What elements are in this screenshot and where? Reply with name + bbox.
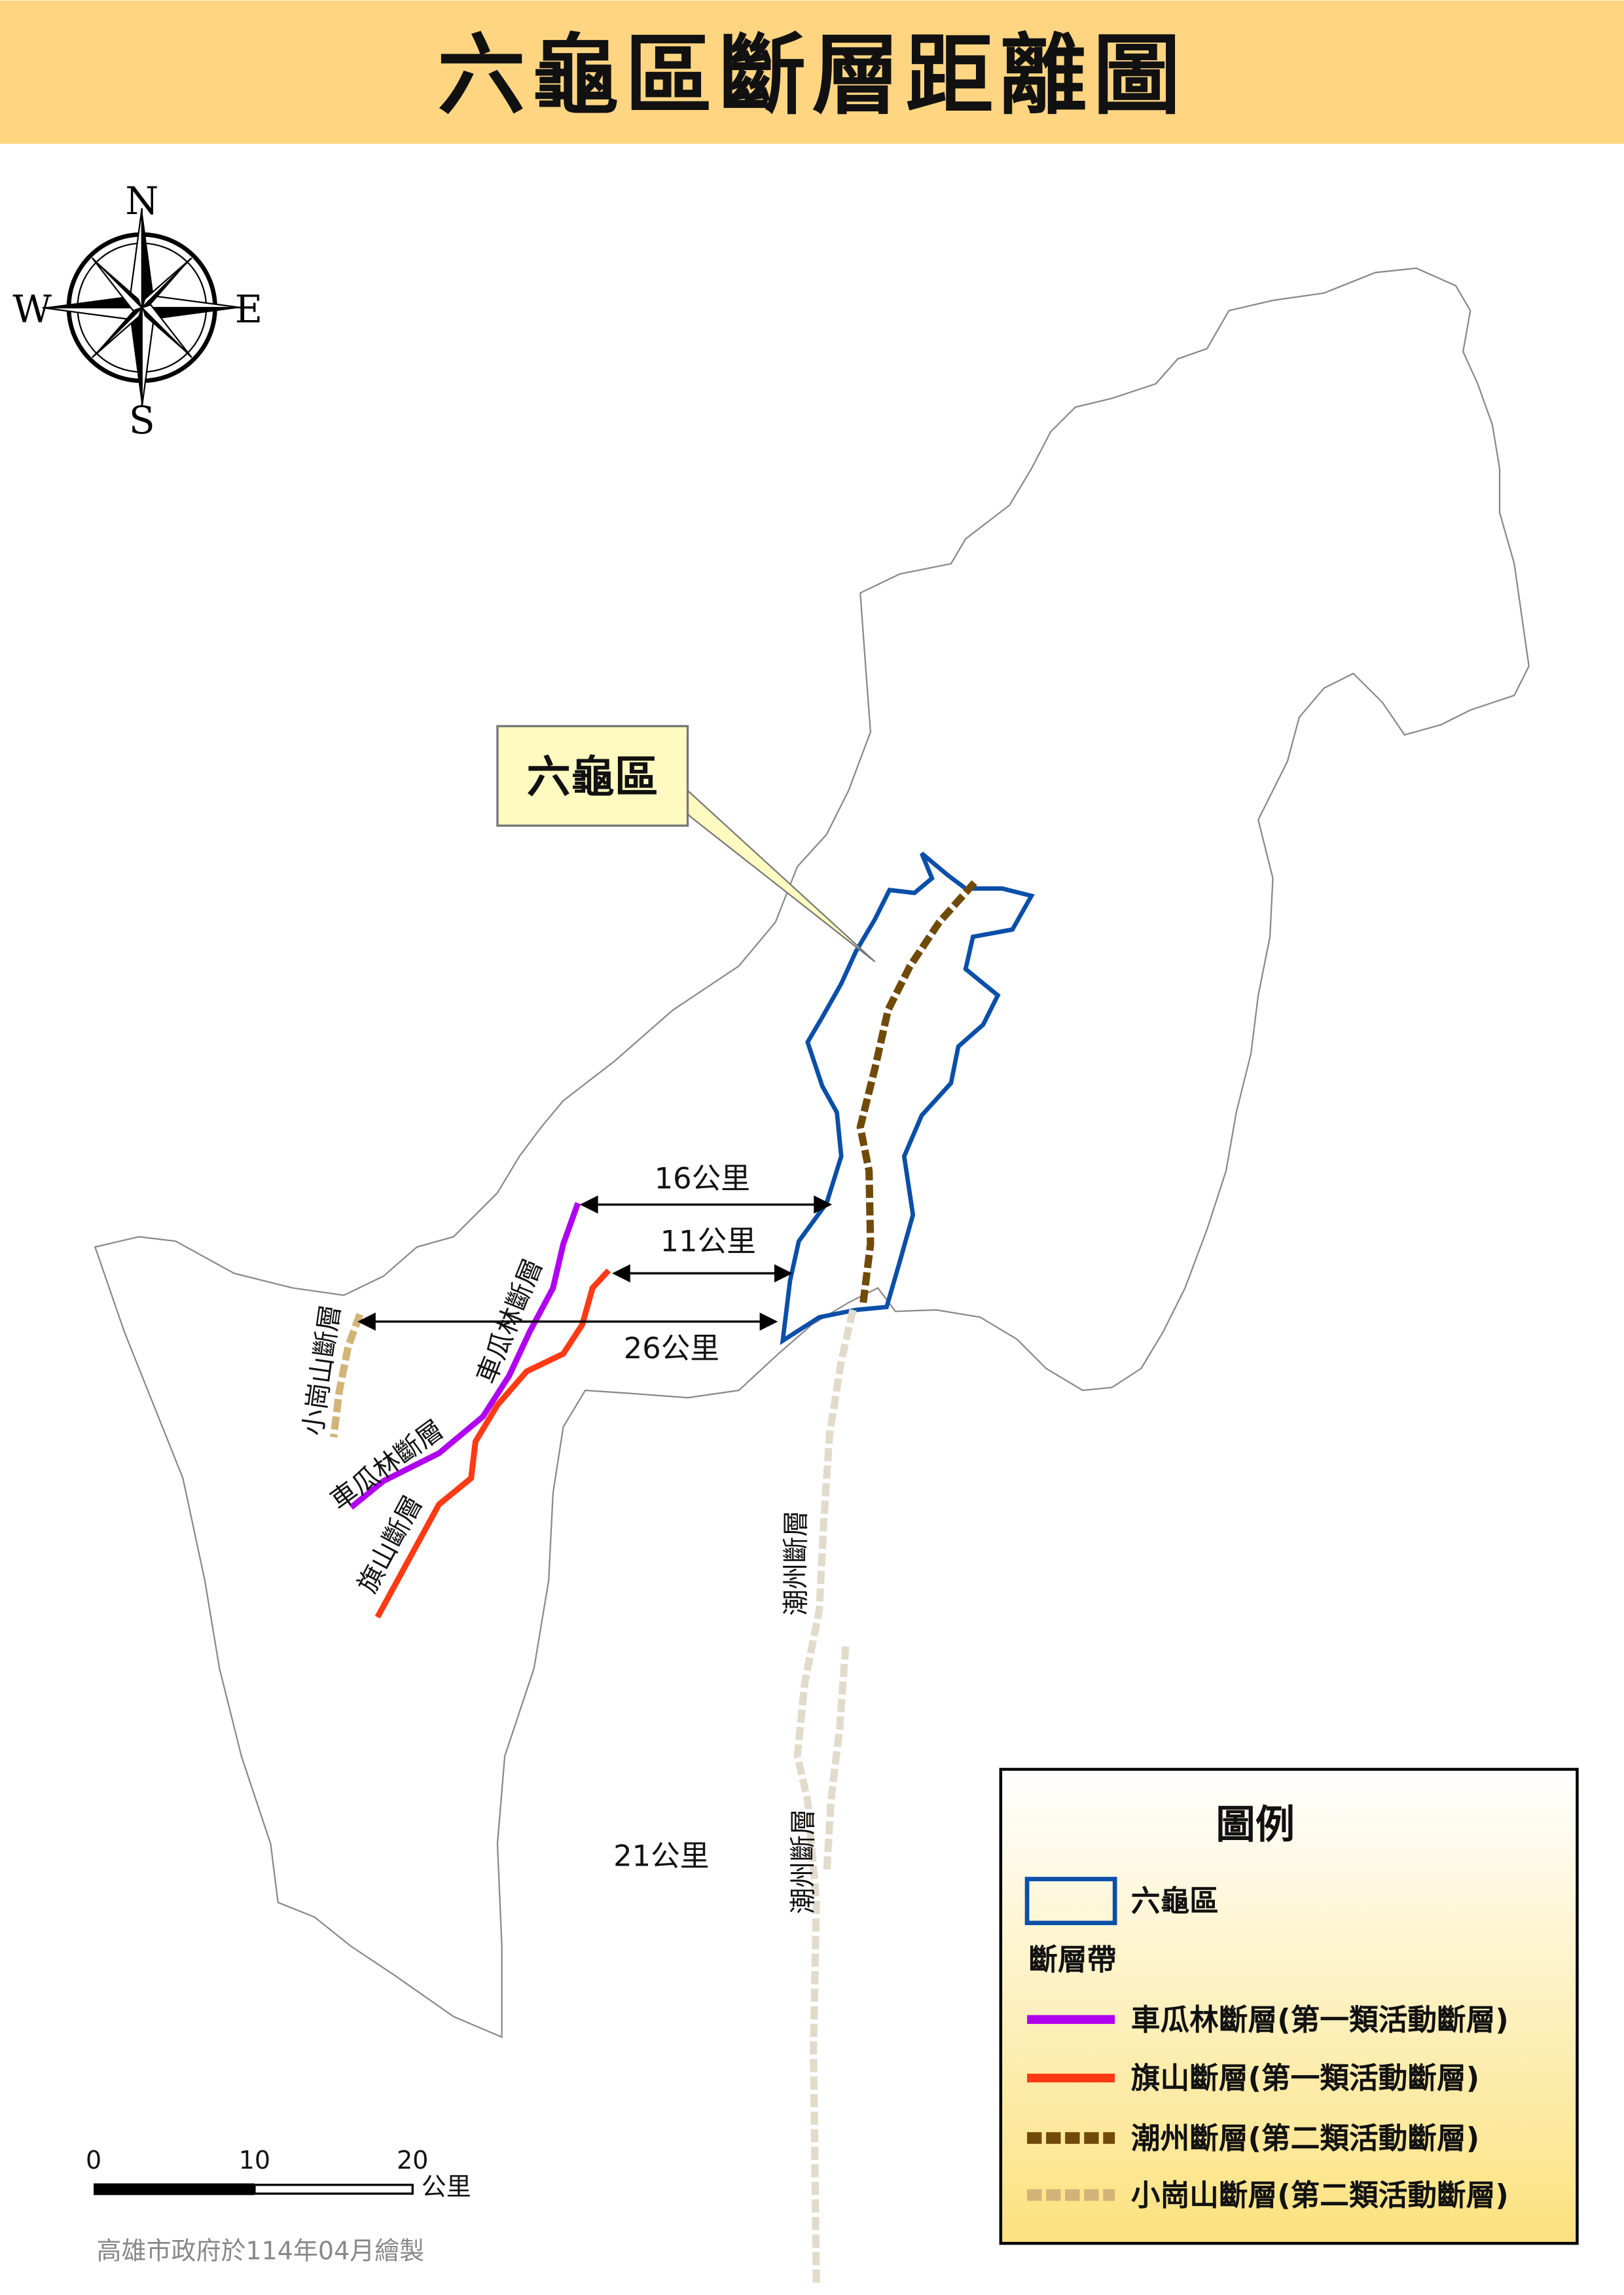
map-title: 六龜區斷層距離圖 bbox=[437, 25, 1186, 127]
distance-label-11km: 11公里 bbox=[660, 1225, 756, 1259]
compass-rose-icon bbox=[42, 208, 242, 408]
chaozhou-fault-south-line bbox=[793, 1309, 857, 2283]
scale-tick-10: 10 bbox=[239, 2146, 270, 2175]
compass-w: W bbox=[12, 287, 52, 331]
legend-label-qishan: 旗山斷層(第一類活動斷層) bbox=[1131, 2061, 1479, 2095]
legend-district-label: 六龜區 bbox=[1131, 1885, 1219, 1919]
scale-tick-20: 20 bbox=[397, 2146, 428, 2175]
compass-e: E bbox=[235, 287, 262, 331]
liugui-district-outline bbox=[780, 852, 1035, 1345]
label-chaozhou-fault-2: 潮州斷層 bbox=[789, 1809, 819, 1914]
scale-tick-0: 0 bbox=[86, 2146, 101, 2175]
qishan-fault-line bbox=[374, 1268, 611, 1619]
chegualin-fault-line bbox=[349, 1202, 581, 1510]
scale-unit: 公里 bbox=[422, 2172, 471, 2201]
legend-title: 圖例 bbox=[1216, 1802, 1295, 1848]
credit-text: 高雄市政府於114年04月繪製 bbox=[97, 2237, 425, 2266]
compass-n: N bbox=[125, 179, 158, 223]
legend-label-chaozhou: 潮州斷層(第二類活動斷層) bbox=[1131, 2122, 1479, 2156]
title-bar bbox=[0, 0, 1624, 144]
legend-label-chegualin: 車瓜林斷層(第一類活動斷層) bbox=[1131, 2003, 1509, 2037]
legend-fault-zone-label: 斷層帶 bbox=[1028, 1943, 1116, 1977]
arrowheads-16km bbox=[579, 1195, 833, 1214]
xiaogangshan-fault-line bbox=[330, 1312, 364, 1438]
kaohsiung-outline bbox=[94, 267, 1530, 2038]
legend-district-swatch bbox=[1024, 1877, 1117, 1925]
scale-bar: 0 10 20 公里 bbox=[86, 2146, 471, 2201]
arrowheads-11km bbox=[612, 1264, 793, 1283]
distance-label-16km: 16公里 bbox=[655, 1162, 750, 1196]
legend-label-xiaogangshan: 小崗山斷層(第二類活動斷層) bbox=[1131, 2178, 1509, 2213]
distance-label-21km: 21公里 bbox=[613, 1839, 709, 1873]
compass-s: S bbox=[129, 398, 155, 443]
arrowheads-26km bbox=[357, 1312, 778, 1331]
callout-box bbox=[496, 725, 689, 827]
chaozhou-fault-line bbox=[856, 880, 977, 1303]
label-chaozhou-fault-1: 潮州斷層 bbox=[781, 1510, 811, 1616]
chaozhou-fault-south-line-2 bbox=[823, 1646, 850, 1873]
legend: 圖例 六龜區 斷層帶 車瓜林斷層(第一類活動斷層) 旗山斷層(第一類活動斷層) … bbox=[999, 1767, 1579, 2245]
callout-label: 六龜區 bbox=[527, 751, 659, 803]
distance-label-26km: 26公里 bbox=[624, 1331, 719, 1365]
